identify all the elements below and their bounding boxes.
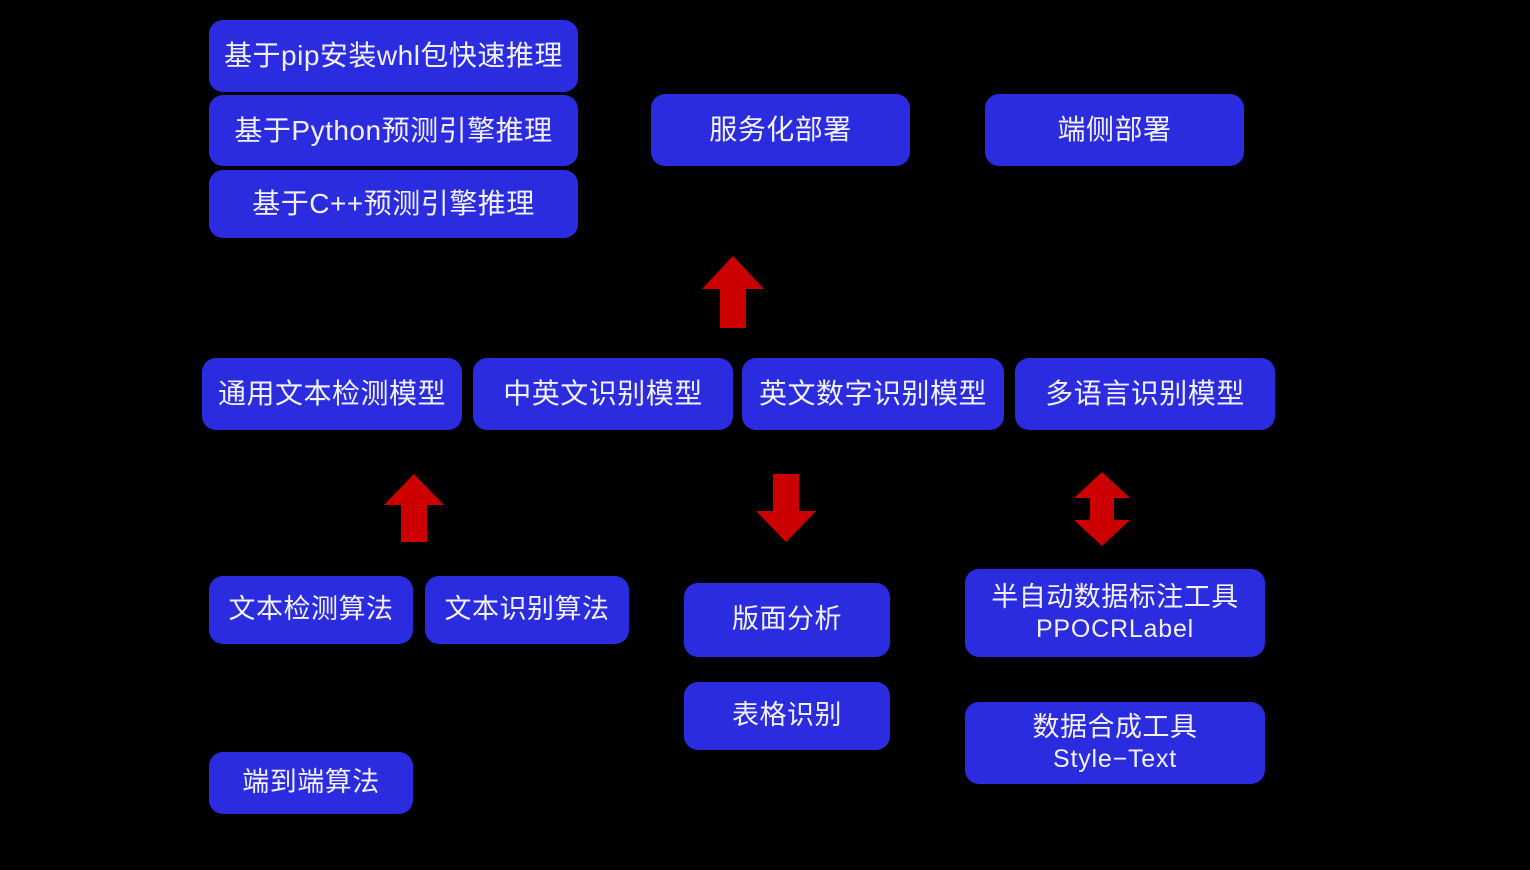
node-general-det-model[interactable]: 通用文本检测模型 — [202, 358, 462, 430]
node-label: 半自动数据标注工具 — [991, 581, 1239, 612]
node-sublabel: PPOCRLabel — [1035, 614, 1195, 643]
node-label: 文本检测算法 — [228, 594, 394, 625]
node-label: 通用文本检测模型 — [217, 378, 446, 410]
node-label: 端侧部署 — [1057, 114, 1172, 146]
node-service-deploy[interactable]: 服务化部署 — [651, 94, 910, 166]
node-pip-whl[interactable]: 基于pip安装whl包快速推理 — [209, 20, 578, 92]
node-zh-en-rec-model[interactable]: 中英文识别模型 — [473, 358, 733, 430]
node-label: 基于pip安装whl包快速推理 — [224, 40, 563, 72]
node-label: 端到端算法 — [242, 767, 380, 798]
node-label: 基于Python预测引擎推理 — [234, 114, 553, 146]
arrow-models-to-docanalysis — [756, 474, 816, 542]
node-python-engine[interactable]: 基于Python预测引擎推理 — [209, 95, 578, 166]
double-arrow-icon — [1074, 472, 1130, 546]
down-arrow-icon — [756, 474, 816, 542]
node-label: 数据合成工具 — [1032, 711, 1198, 742]
node-label: 版面分析 — [732, 604, 842, 635]
node-layout-analysis[interactable]: 版面分析 — [684, 583, 890, 657]
node-ppocrlabel[interactable]: 半自动数据标注工具 PPOCRLabel — [965, 569, 1265, 657]
arrow-algo-to-models — [384, 474, 444, 542]
node-table-recognition[interactable]: 表格识别 — [684, 682, 890, 750]
node-end-to-end-algo[interactable]: 端到端算法 — [209, 752, 413, 814]
up-arrow-icon — [384, 474, 444, 542]
node-multilingual-rec-model[interactable]: 多语言识别模型 — [1015, 358, 1275, 430]
node-style-text[interactable]: 数据合成工具 Style−Text — [965, 702, 1265, 784]
arrow-models-tools-bidirectional — [1074, 472, 1130, 546]
up-arrow-icon — [702, 256, 764, 328]
arrow-models-to-deploy — [702, 256, 764, 328]
node-text-rec-algo[interactable]: 文本识别算法 — [425, 576, 629, 644]
node-label: 文本识别算法 — [444, 594, 610, 625]
node-label: 英文数字识别模型 — [758, 378, 987, 410]
node-label: 多语言识别模型 — [1045, 378, 1245, 410]
node-text-det-algo[interactable]: 文本检测算法 — [209, 576, 413, 644]
node-label: 服务化部署 — [709, 114, 852, 146]
node-sublabel: Style−Text — [1052, 744, 1178, 773]
node-label: 中英文识别模型 — [503, 378, 703, 410]
node-edge-deploy[interactable]: 端侧部署 — [985, 94, 1244, 166]
node-en-num-rec-model[interactable]: 英文数字识别模型 — [742, 358, 1004, 430]
node-cpp-engine[interactable]: 基于C++预测引擎推理 — [209, 170, 578, 238]
node-label: 表格识别 — [732, 700, 842, 731]
node-label: 基于C++预测引擎推理 — [252, 188, 535, 220]
